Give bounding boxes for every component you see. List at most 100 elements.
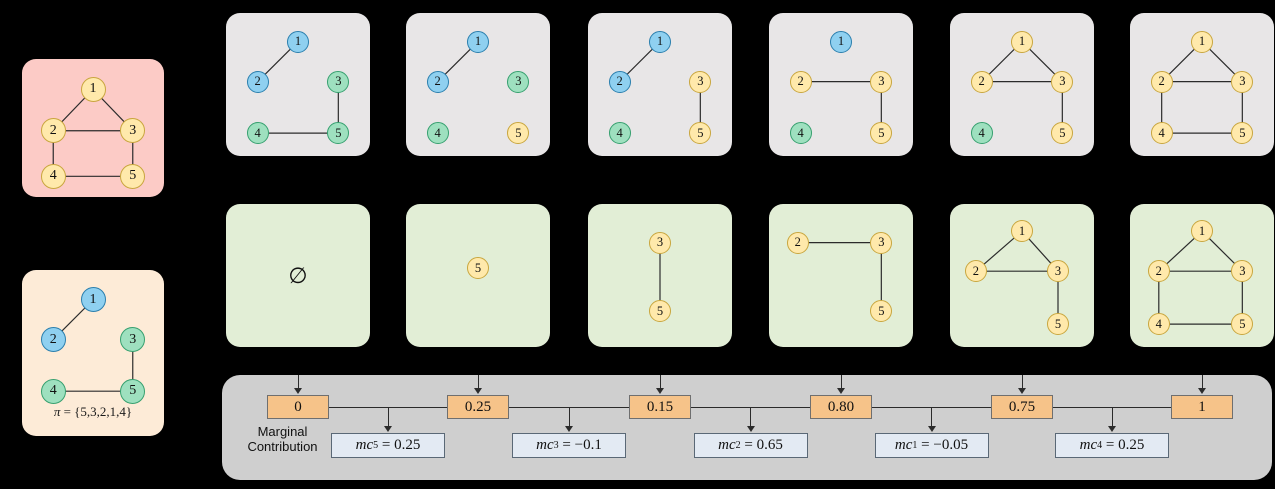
mid-panel-0[interactable]: ∅ [226,204,370,347]
mid-5-node-1: 1 [1191,220,1213,243]
top-2-node-4: 4 [608,122,631,145]
permutation-node-5: 5 [120,378,146,404]
value-inlet-arrow-4 [1018,388,1026,394]
top-5-node-4: 4 [1150,122,1173,145]
mid-panel-4[interactable]: 1 2 3 5 [950,204,1094,347]
top-0-node-4: 4 [246,122,269,145]
top-3-node-3: 3 [870,70,893,93]
mc-drop-line-4 [1111,407,1113,427]
top-3-node-5: 5 [870,122,893,145]
mid-5-node-5: 5 [1231,313,1254,336]
top-3-node-1: 1 [830,30,852,53]
top-5-node-2: 2 [1150,70,1173,93]
value-box-2[interactable]: 0.15 [629,395,691,419]
value-inlet-line-4 [1021,375,1023,389]
mc-drop-arrow-1 [565,426,573,432]
value-inlet-arrow-5 [1198,388,1206,394]
mid-3-node-2: 2 [786,231,809,254]
permutation-node-4: 4 [40,378,66,404]
mc-drop-line-1 [568,407,570,427]
value-box-3[interactable]: 0.80 [810,395,872,419]
top-1-node-2: 2 [426,70,449,93]
value-box-1[interactable]: 0.25 [447,395,509,419]
mid-2-node-5: 5 [649,300,671,323]
mid-panel-1[interactable]: 5 [406,204,550,347]
value-box-5[interactable]: 1 [1171,395,1233,419]
value-box-4[interactable]: 0.75 [991,395,1053,419]
top-0-node-2: 2 [246,70,269,93]
mid-2-node-3: 3 [649,231,671,254]
mc-drop-line-3 [931,407,932,427]
mid-3-node-5: 5 [870,300,893,323]
original-node-2: 2 [40,118,66,144]
top-0-node-1: 1 [287,30,309,53]
top-2-node-5: 5 [689,122,712,145]
mid-1-node-5: 5 [467,257,489,280]
mid-4-node-2: 2 [964,260,987,283]
marginal-label-line2: Contribution [247,438,318,454]
value-inlet-arrow-3 [837,388,845,394]
pi-value: = {5,3,2,1,4} [60,404,133,419]
top-2-node-3: 3 [689,70,712,93]
top-3-node-2: 2 [789,70,812,93]
top-4-node-3: 3 [1051,70,1074,93]
empty-set-symbol: ∅ [288,262,308,288]
top-5-node-5: 5 [1231,122,1254,145]
top-1-node-1: 1 [467,30,489,53]
mc-drop-arrow-4 [1108,426,1116,432]
top-1-node-3: 3 [507,70,530,93]
marginal-label-line1: Marginal [257,424,308,439]
value-inlet-line-3 [840,375,842,389]
mc-drop-line-2 [750,407,751,427]
value-box-0[interactable]: 0 [267,395,329,419]
original-node-3: 3 [120,118,146,144]
top-2-node-1: 1 [649,30,671,53]
permutation-label: π = {5,3,2,1,4} [22,404,164,420]
marginal-contribution-bar: Marginal Contribution 0 0.25 0.15 0.80 0.75 1… [222,375,1272,480]
permutation-node-2: 2 [40,327,66,353]
mid-3-edges [797,242,882,312]
permutation-node-3: 3 [120,327,146,353]
mc-drop-arrow-2 [746,426,755,432]
top-4-node-5: 5 [1051,122,1074,145]
original-node-5: 5 [120,163,146,189]
mc-drop-arrow-3 [927,426,936,432]
top-4-node-4: 4 [970,122,993,145]
top-1-node-5: 5 [507,122,530,145]
value-inlet-line-1 [477,375,479,389]
top-4-node-2: 2 [970,70,993,93]
top-5-node-3: 3 [1231,70,1254,93]
value-inlet-arrow-2 [656,388,664,394]
mid-5-node-2: 2 [1147,260,1170,283]
mc-drop-arrow-0 [384,426,392,432]
original-node-4: 4 [40,163,66,189]
original-node-1: 1 [80,76,106,102]
marginal-contribution-label: Marginal Contribution [230,424,335,455]
mid-4-node-3: 3 [1047,260,1069,283]
mid-4-node-5: 5 [1047,313,1069,336]
value-inlet-arrow-0 [294,388,302,394]
value-inlet-line-5 [1201,375,1203,389]
top-3-node-4: 4 [789,122,812,145]
value-inlet-line-2 [659,375,661,389]
top-4-node-1: 1 [1011,30,1033,53]
mid-2-edges [659,242,661,312]
mid-4-node-1: 1 [1011,220,1033,243]
value-inlet-line-0 [297,375,299,389]
value-inlet-arrow-1 [474,388,482,394]
